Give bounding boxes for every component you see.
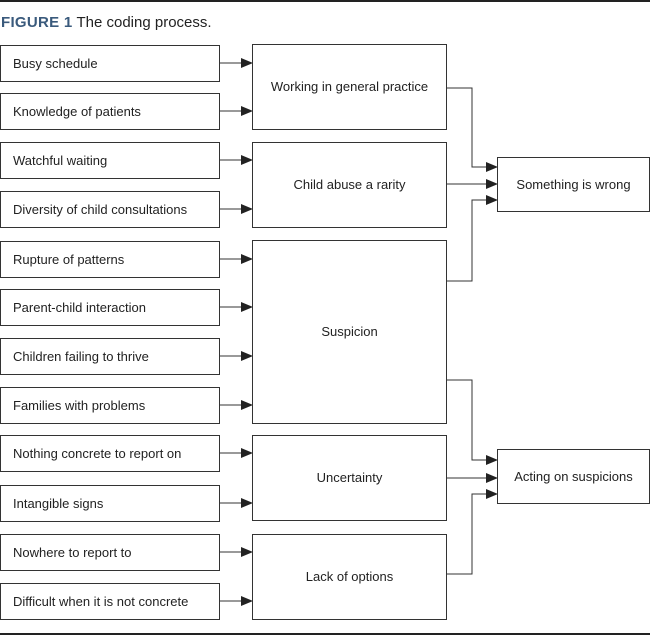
category-working-in-general-practice: Working in general practice	[252, 44, 447, 130]
factor-nothing-concrete: Nothing concrete to report on	[0, 435, 220, 472]
bottom-rule	[0, 633, 650, 635]
factor-diversity: Diversity of child consultations	[0, 191, 220, 228]
arrow-working-to-wrong	[446, 87, 498, 172]
category-suspicion: Suspicion	[252, 240, 447, 424]
factor-families: Families with problems	[0, 387, 220, 424]
factor-nowhere: Nowhere to report to	[0, 534, 220, 571]
factor-difficult: Difficult when it is not concrete	[0, 583, 220, 620]
factor-knowledge-of-patients: Knowledge of patients	[0, 93, 220, 130]
outcome-acting-on-suspicions: Acting on suspicions	[497, 449, 650, 504]
top-rule	[0, 0, 650, 2]
outcome-something-is-wrong: Something is wrong	[497, 157, 650, 212]
figure-title: The coding process.	[76, 14, 212, 31]
arrow-suspicion-to-wrong	[446, 195, 498, 282]
category-child-abuse-rarity: Child abuse a rarity	[252, 142, 447, 228]
category-uncertainty: Uncertainty	[252, 435, 447, 521]
arrow-options-to-acting	[446, 489, 498, 575]
category-lack-of-options: Lack of options	[252, 534, 447, 620]
factor-intangible-signs: Intangible signs	[0, 485, 220, 522]
factor-failing-to-thrive: Children failing to thrive	[0, 338, 220, 375]
factor-busy-schedule: Busy schedule	[0, 45, 220, 82]
factor-rupture-of-patterns: Rupture of patterns	[0, 241, 220, 278]
factor-watchful-waiting: Watchful waiting	[0, 142, 220, 179]
figure-label: FIGURE 1	[1, 14, 73, 31]
factor-parent-child: Parent-child interaction	[0, 289, 220, 326]
arrow-suspicion-to-acting	[446, 379, 498, 465]
figure-caption: FIGURE 1 The coding process.	[1, 14, 212, 32]
